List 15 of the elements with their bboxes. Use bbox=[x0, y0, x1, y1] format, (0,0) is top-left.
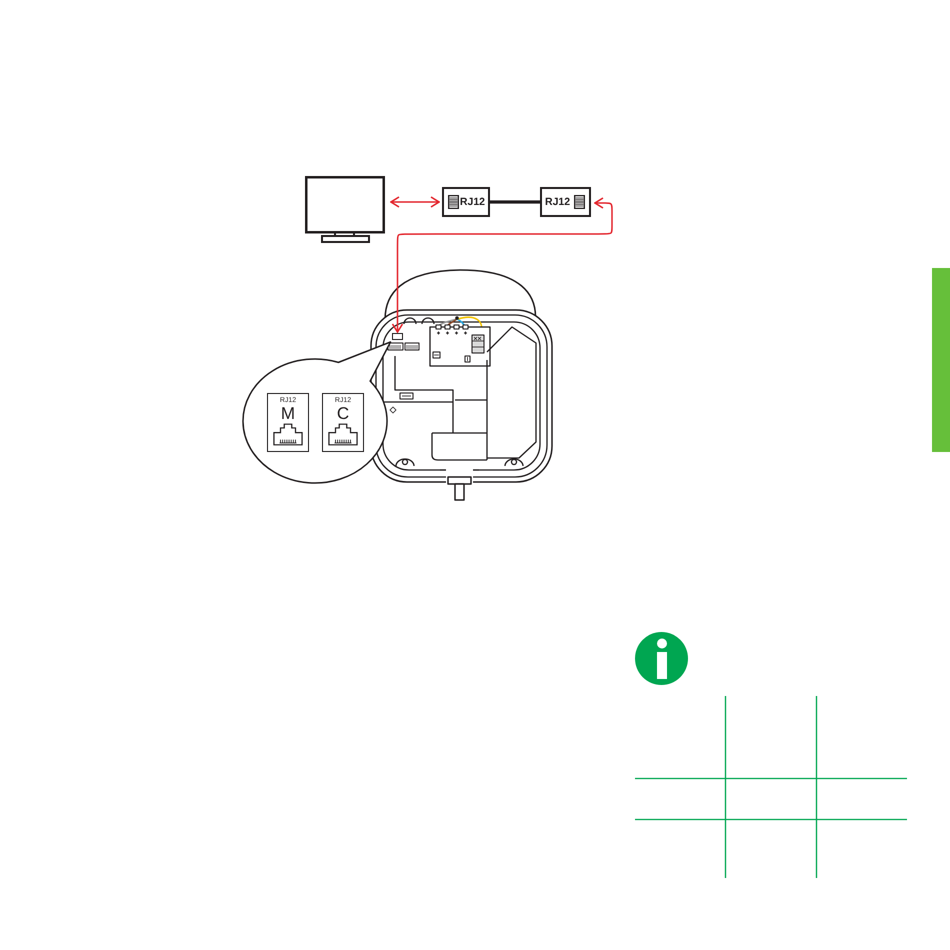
arrow bbox=[392, 197, 613, 333]
cable-line bbox=[490, 200, 540, 204]
side-tab bbox=[932, 268, 950, 452]
socket-panel bbox=[322, 393, 364, 452]
arrow bbox=[390, 196, 440, 208]
rj12-port bbox=[392, 333, 403, 340]
rj12-connector bbox=[540, 187, 591, 217]
rj12-connector bbox=[442, 187, 490, 217]
connector-label: RJ12 bbox=[460, 196, 485, 208]
port-letter: C bbox=[336, 405, 350, 422]
socket-panel bbox=[267, 393, 309, 452]
connector-label: RJ12 bbox=[545, 196, 570, 208]
port-letter: M bbox=[280, 405, 296, 422]
monitor-icon bbox=[305, 176, 386, 243]
callout-bubble bbox=[242, 341, 392, 485]
